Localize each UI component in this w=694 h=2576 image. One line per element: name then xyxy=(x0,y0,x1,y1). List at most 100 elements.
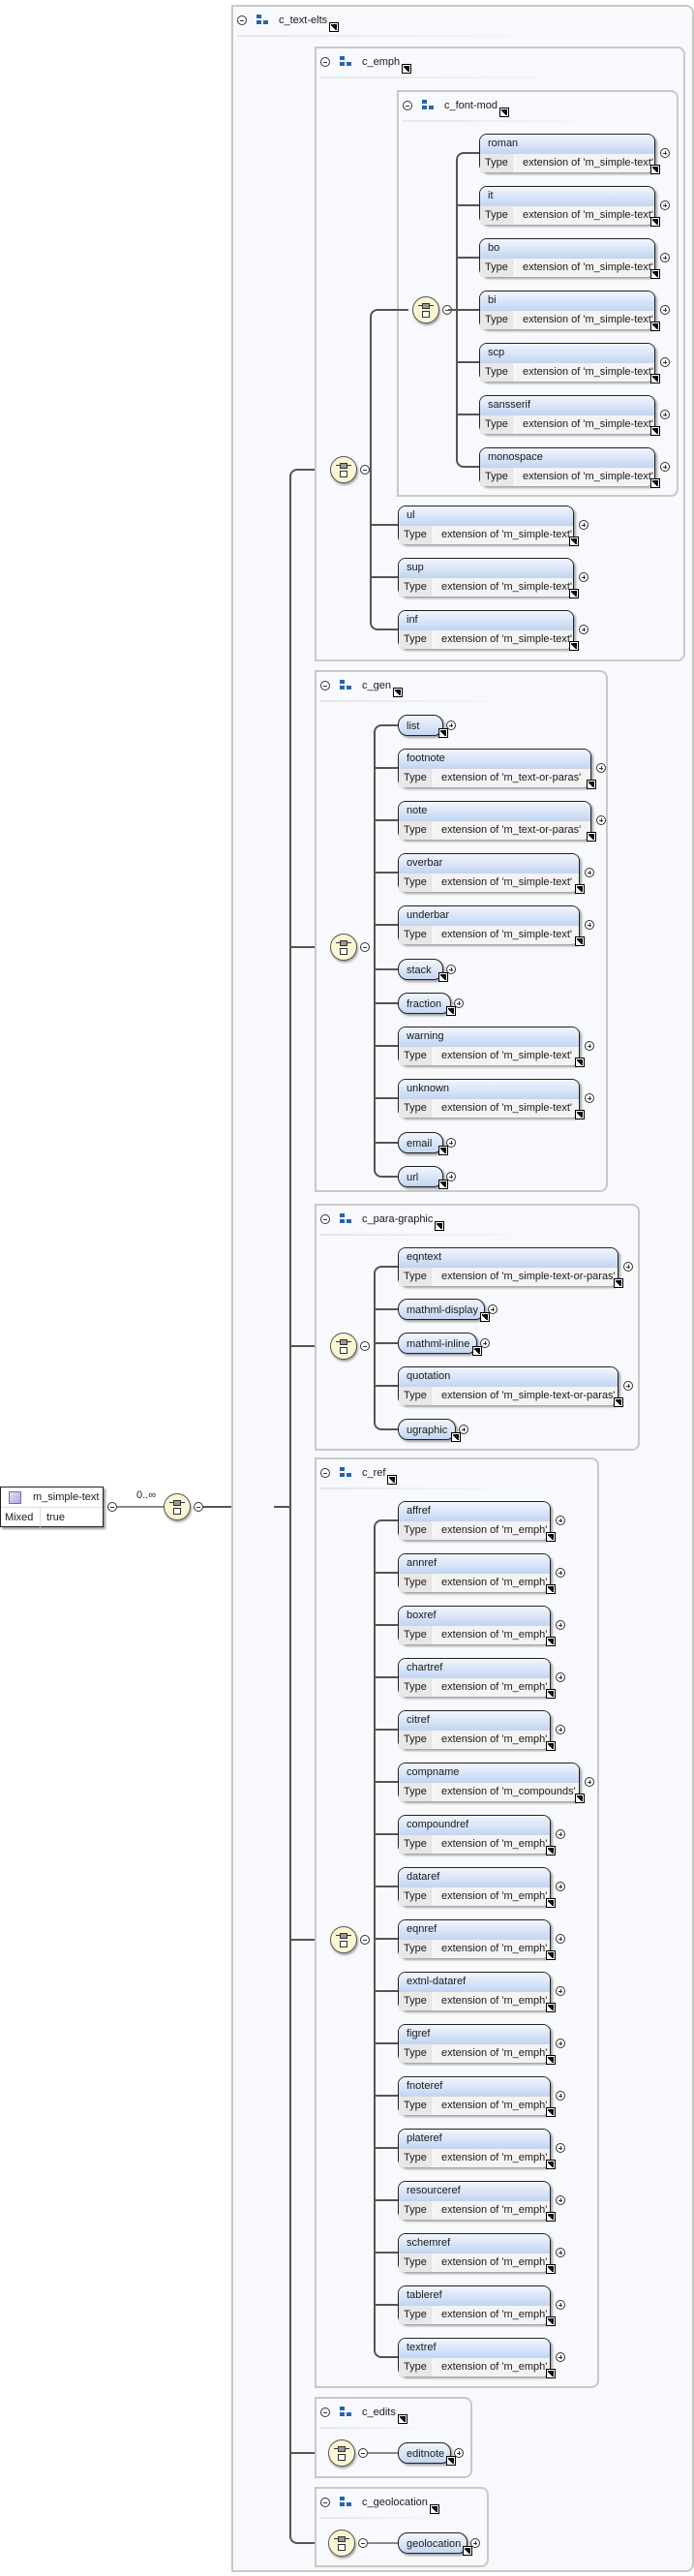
expand-icon[interactable] xyxy=(446,965,456,974)
goto-type-icon[interactable] xyxy=(546,1637,556,1646)
expand-icon[interactable] xyxy=(556,2091,565,2101)
sequence-compositor-icon[interactable] xyxy=(328,2439,355,2467)
goto-type-icon[interactable] xyxy=(546,1950,556,1960)
goto-type-icon[interactable] xyxy=(446,1006,456,1016)
expand-icon[interactable] xyxy=(660,148,670,158)
goto-type-icon[interactable] xyxy=(546,2107,556,2117)
expand-icon[interactable] xyxy=(556,1568,565,1578)
collapse-icon[interactable] xyxy=(360,942,370,952)
goto-type-icon[interactable] xyxy=(575,1794,585,1803)
collapse-icon[interactable] xyxy=(320,1214,330,1224)
expand-icon[interactable] xyxy=(579,625,588,634)
expand-icon[interactable] xyxy=(585,1041,594,1051)
expand-icon[interactable] xyxy=(660,305,670,315)
expand-icon[interactable] xyxy=(556,1620,565,1630)
goto-definition-icon[interactable] xyxy=(329,22,340,32)
expand-icon[interactable] xyxy=(585,1093,594,1103)
goto-type-icon[interactable] xyxy=(650,426,660,436)
element-box[interactable]: stack xyxy=(398,959,443,980)
expand-icon[interactable] xyxy=(556,1725,565,1734)
goto-type-icon[interactable] xyxy=(438,728,448,738)
goto-type-icon[interactable] xyxy=(569,641,579,651)
goto-definition-icon[interactable] xyxy=(435,1221,445,1231)
goto-type-icon[interactable] xyxy=(546,2160,556,2169)
goto-type-icon[interactable] xyxy=(575,884,585,894)
expand-icon[interactable] xyxy=(556,1882,565,1891)
goto-type-icon[interactable] xyxy=(546,2316,556,2326)
goto-type-icon[interactable] xyxy=(614,1397,623,1407)
goto-type-icon[interactable] xyxy=(569,537,579,546)
goto-type-icon[interactable] xyxy=(438,1180,448,1189)
goto-definition-icon[interactable] xyxy=(429,2504,439,2514)
element-box[interactable]: geolocation xyxy=(398,2532,468,2554)
sequence-compositor-icon[interactable] xyxy=(328,2530,355,2557)
collapse-icon[interactable] xyxy=(320,681,330,690)
goto-type-icon[interactable] xyxy=(472,1346,482,1356)
collapse-icon[interactable] xyxy=(403,101,412,110)
expand-icon[interactable] xyxy=(556,1829,565,1839)
expand-icon[interactable] xyxy=(660,200,670,210)
goto-type-icon[interactable] xyxy=(438,972,448,982)
goto-definition-icon[interactable] xyxy=(397,2414,407,2424)
expand-icon[interactable] xyxy=(470,2538,480,2548)
expand-icon[interactable] xyxy=(623,1262,633,1272)
collapse-icon[interactable] xyxy=(320,2407,330,2417)
collapse-icon[interactable] xyxy=(237,15,247,25)
goto-definition-icon[interactable] xyxy=(392,688,403,697)
expand-icon[interactable] xyxy=(556,2195,565,2205)
expand-icon[interactable] xyxy=(556,2143,565,2153)
goto-type-icon[interactable] xyxy=(546,1898,556,1908)
expand-icon[interactable] xyxy=(454,2448,464,2458)
goto-type-icon[interactable] xyxy=(650,374,660,383)
goto-type-icon[interactable] xyxy=(446,2456,456,2466)
expand-icon[interactable] xyxy=(454,998,464,1008)
goto-type-icon[interactable] xyxy=(650,217,660,227)
goto-type-icon[interactable] xyxy=(546,1741,556,1751)
goto-type-icon[interactable] xyxy=(650,165,660,174)
element-box[interactable]: list xyxy=(398,715,443,736)
expand-icon[interactable] xyxy=(660,410,670,419)
expand-icon[interactable] xyxy=(446,1172,456,1181)
goto-type-icon[interactable] xyxy=(614,1278,623,1288)
expand-icon[interactable] xyxy=(660,357,670,367)
expand-icon[interactable] xyxy=(660,462,670,472)
goto-type-icon[interactable] xyxy=(650,269,660,279)
expand-icon[interactable] xyxy=(480,1338,490,1348)
collapse-icon[interactable] xyxy=(360,1341,370,1351)
sequence-compositor-icon[interactable] xyxy=(164,1493,191,1520)
goto-type-icon[interactable] xyxy=(546,1584,556,1594)
goto-definition-icon[interactable] xyxy=(387,1475,398,1485)
collapse-icon[interactable] xyxy=(360,465,370,475)
goto-type-icon[interactable] xyxy=(546,1532,556,1542)
goto-type-icon[interactable] xyxy=(438,1146,448,1155)
element-box[interactable]: ugraphic xyxy=(398,1419,456,1440)
expand-icon[interactable] xyxy=(596,815,606,825)
expand-icon[interactable] xyxy=(585,1777,594,1787)
goto-type-icon[interactable] xyxy=(650,478,660,488)
collapse-icon[interactable] xyxy=(107,1502,117,1512)
expand-icon[interactable] xyxy=(556,2039,565,2048)
sequence-compositor-icon[interactable] xyxy=(330,1926,357,1953)
sequence-compositor-icon[interactable] xyxy=(412,296,439,323)
expand-icon[interactable] xyxy=(556,2300,565,2310)
goto-type-icon[interactable] xyxy=(575,936,585,946)
goto-type-icon[interactable] xyxy=(451,1432,461,1442)
